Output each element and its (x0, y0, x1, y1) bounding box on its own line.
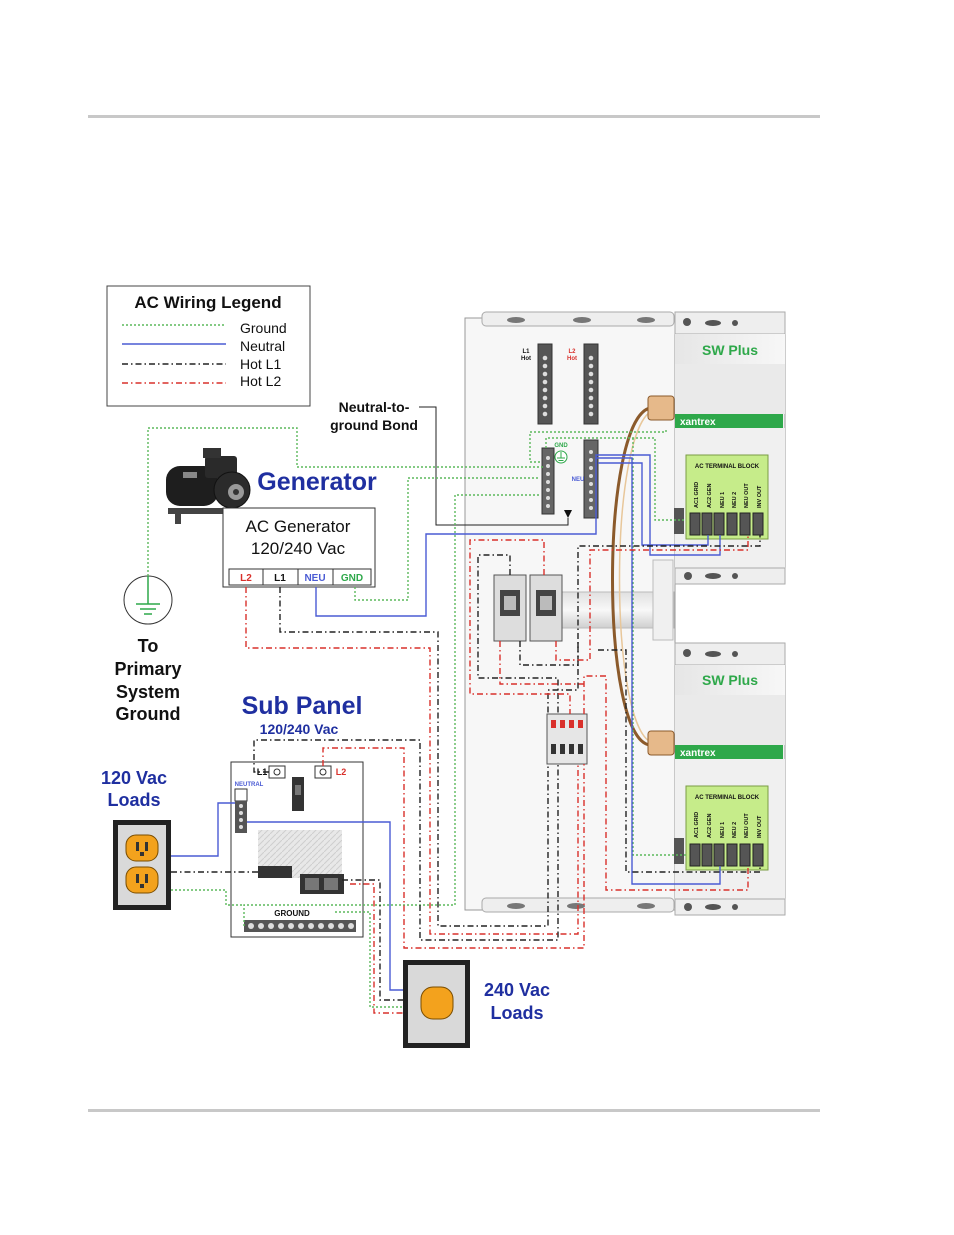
inverter-top-name: SW Plus (702, 342, 758, 358)
svg-text:AC TERMINAL BLOCK: AC TERMINAL BLOCK (695, 795, 760, 801)
top-rule (88, 115, 820, 118)
svg-text:L2: L2 (336, 767, 347, 777)
loads-240-line2: Loads (490, 1003, 543, 1023)
neutral-wires (171, 454, 721, 991)
svg-text:AC1 GRID: AC1 GRID (694, 482, 700, 508)
generator-box-line2: 120/240 Vac (251, 539, 346, 558)
transfer-relay (546, 713, 588, 765)
breaker-pair-2 (529, 574, 563, 642)
generator-title: Generator (257, 468, 377, 496)
screw-icon (683, 318, 691, 326)
bond-label-line2: ground Bond (330, 417, 418, 433)
inverter-bottom-name: SW Plus (702, 672, 758, 688)
svg-text:L1: L1 (257, 767, 268, 777)
svg-text:INV OUT: INV OUT (757, 485, 763, 508)
primary-ground-line4: Ground (116, 704, 181, 724)
inverter-top-brand: xantrex (680, 417, 716, 428)
gen-terminal-neu: NEU (304, 573, 325, 584)
legend-title: AC Wiring Legend (134, 293, 281, 312)
loads-120-line2: Loads (107, 790, 160, 810)
svg-text:NEU 2: NEU 2 (732, 822, 738, 838)
svg-text:AC TERMINAL BLOCK: AC TERMINAL BLOCK (695, 464, 760, 470)
svg-text:Hot: Hot (521, 356, 531, 362)
loads-240-line1: 240 Vac (484, 980, 550, 1000)
ground-wires (147, 427, 686, 1008)
neutral-bus-bar (583, 439, 599, 519)
earth-ground-icon (123, 575, 173, 625)
gen-terminal-l1: L1 (274, 573, 286, 584)
bond-label-line1: Neutral-to- (339, 399, 410, 415)
sub-panel-title: Sub Panel (242, 692, 363, 720)
duplex-outlet-icon (113, 820, 171, 910)
svg-text:AC2 GEN: AC2 GEN (707, 814, 713, 838)
svg-text:Hot: Hot (567, 356, 577, 362)
main-neu-label: NEU (572, 477, 585, 483)
primary-ground-line3: System (116, 682, 180, 702)
legend-ground: Ground (240, 320, 287, 336)
legend-hot-l1: Hot L1 (240, 356, 281, 372)
generator-box: AC Generator 120/240 Vac L2 L1 NEU GND (222, 507, 376, 588)
hot-l2-wires (245, 535, 749, 1014)
legend-hot-l2: Hot L2 (240, 373, 281, 389)
gen-terminal-gnd: GND (341, 573, 363, 584)
generator-box-line1: AC Generator (246, 517, 351, 536)
inverter-bottom-brand: xantrex (680, 748, 716, 759)
breaker-pair-1 (493, 574, 527, 642)
primary-ground-line2: Primary (114, 659, 181, 679)
legend: AC Wiring Legend Ground Neutral Hot L1 H… (106, 285, 311, 407)
primary-ground-line1: To (138, 636, 159, 656)
svg-text:AC1 GRID: AC1 GRID (694, 812, 700, 838)
single-outlet-240-icon (403, 960, 470, 1048)
bottom-rule (88, 1109, 820, 1112)
gen-terminal-l2: L2 (240, 573, 252, 584)
sub-panel: L1 L2 NEUTRAL GROUND (230, 761, 364, 938)
loads-120-line1: 120 Vac (101, 768, 167, 788)
main-gnd-label: GND (554, 443, 568, 449)
main-panel: L1 Hot L2 Hot GND NEU (464, 311, 676, 913)
generator-icon (166, 448, 252, 524)
inverter-top: SW Plus xantrex AC TERMINAL BLOCK AC1 GR… (674, 311, 786, 585)
hot-l1-wires (171, 535, 761, 1001)
inverter-bottom: SW Plus xantrex AC TERMINAL BLOCK AC1 GR… (674, 642, 786, 916)
svg-text:NEU 1: NEU 1 (720, 822, 726, 838)
svg-text:NEU 2: NEU 2 (732, 492, 738, 508)
svg-text:NEU OUT: NEU OUT (744, 813, 750, 838)
bond-leader-line (419, 406, 569, 526)
sub-panel-subtitle: 120/240 Vac (260, 721, 339, 737)
main-l2-hot-label: L2 (568, 349, 576, 355)
legend-neutral: Neutral (240, 338, 285, 354)
main-l1-hot-label: L1 (522, 349, 530, 355)
svg-text:GROUND: GROUND (274, 909, 310, 918)
svg-text:INV OUT: INV OUT (757, 815, 763, 838)
svg-text:NEUTRAL: NEUTRAL (235, 782, 264, 788)
svg-text:AC2 GEN: AC2 GEN (707, 484, 713, 508)
svg-text:NEU OUT: NEU OUT (744, 483, 750, 508)
svg-text:NEU 1: NEU 1 (720, 492, 726, 508)
